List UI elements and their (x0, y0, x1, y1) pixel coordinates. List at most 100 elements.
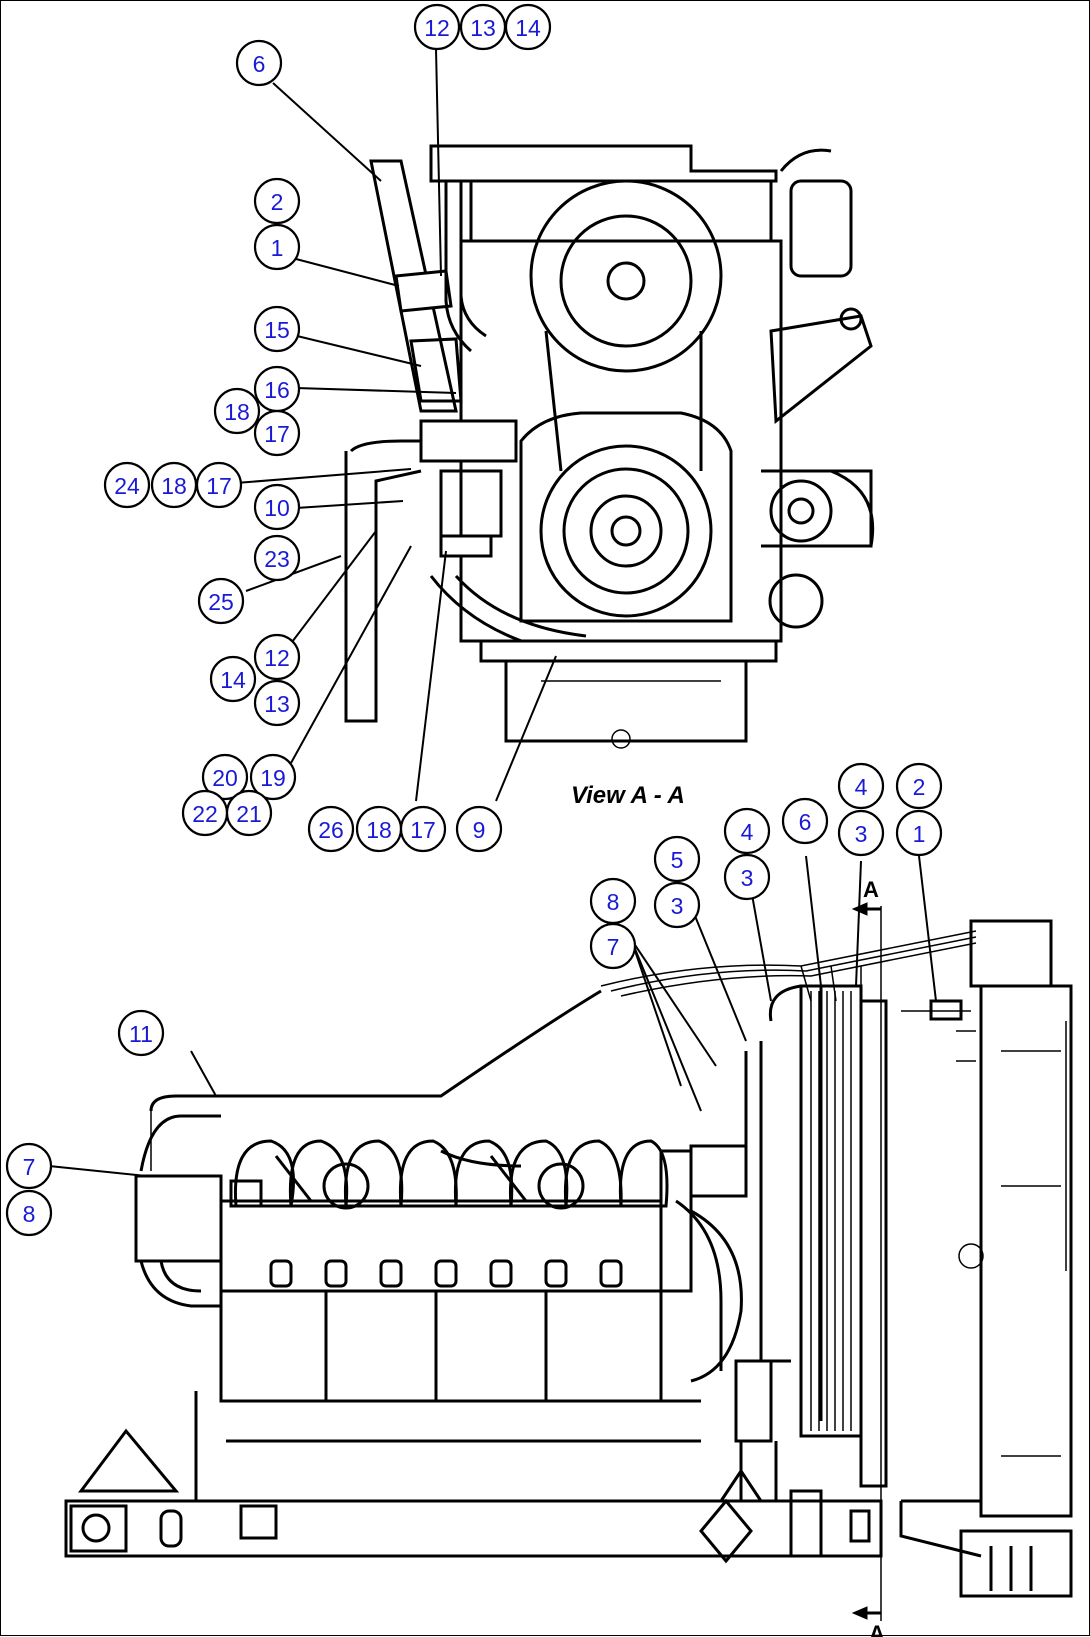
callout-2: 2 (253, 177, 301, 225)
callout-number: 18 (161, 473, 187, 499)
callout-18: 18 (213, 387, 261, 435)
callout-14: 14 (504, 3, 552, 51)
callout-17: 17 (399, 805, 447, 853)
callout-number: 26 (318, 817, 344, 843)
callout-4: 4 (837, 762, 885, 810)
leader-lines (48, 48, 937, 1177)
callout-13: 13 (253, 679, 301, 727)
callout-7: 7 (5, 1142, 53, 1190)
callout-3: 3 (723, 853, 771, 901)
callout-circle (197, 577, 245, 625)
callout-circle (201, 753, 249, 801)
callout-number: 24 (114, 473, 140, 499)
callout-10: 10 (253, 483, 301, 531)
callout-17: 17 (253, 409, 301, 457)
callout-number: 21 (236, 801, 262, 827)
callout-number: 8 (607, 889, 620, 915)
callout-circle (413, 3, 461, 51)
callout-1: 1 (253, 223, 301, 271)
callout-number: 6 (253, 51, 266, 77)
callout-circle (837, 762, 885, 810)
callout-circle (399, 805, 447, 853)
callout-circle (504, 3, 552, 51)
callout-1: 1 (895, 809, 943, 857)
radiator-fins (810, 991, 852, 1431)
callout-18: 18 (355, 805, 403, 853)
callout-4: 4 (723, 807, 771, 855)
callout-12: 12 (413, 3, 461, 51)
callout-number: 17 (410, 817, 436, 843)
callout-number: 22 (192, 801, 218, 827)
callout-circle (249, 753, 297, 801)
callout-number: 4 (855, 774, 868, 800)
section-cut-line: A A (851, 877, 885, 1637)
callout-circle (253, 223, 301, 271)
callout-14: 14 (209, 655, 257, 703)
callout-number: 7 (607, 934, 620, 960)
callout-15: 15 (253, 305, 301, 353)
callout-12: 12 (253, 633, 301, 681)
callout-circle (307, 805, 355, 853)
callout-circle (253, 177, 301, 225)
section-label-top: A (863, 877, 879, 902)
callout-circle (837, 809, 885, 857)
callout-22: 22 (181, 789, 229, 837)
injector-bumps (269, 1259, 623, 1288)
callout-number: 13 (470, 15, 496, 41)
callout-circle (781, 797, 829, 845)
callout-26: 26 (307, 805, 355, 853)
callout-circle (653, 835, 701, 883)
callout-11: 11 (117, 1009, 165, 1057)
callout-18: 18 (150, 461, 198, 509)
callout-circle (253, 633, 301, 681)
callout-number: 23 (264, 546, 290, 572)
callout-number: 3 (671, 893, 684, 919)
callout-circle (455, 805, 503, 853)
section-label-bottom: A (869, 1621, 885, 1637)
callout-number: 18 (224, 399, 250, 425)
callout-8: 8 (589, 877, 637, 925)
callout-circle (653, 881, 701, 929)
callout-circle (103, 461, 151, 509)
callout-7: 7 (589, 922, 637, 970)
callout-number: 11 (129, 1021, 153, 1047)
callout-circle (235, 39, 283, 87)
callout-circle (117, 1009, 165, 1057)
callout-circle (225, 789, 273, 837)
callout-3: 3 (653, 881, 701, 929)
engine-front-view (344, 144, 875, 749)
callout-number: 14 (220, 667, 246, 693)
callout-circle (253, 534, 301, 582)
callout-8: 8 (5, 1189, 53, 1237)
callout-circle (253, 679, 301, 727)
callout-25: 25 (197, 577, 245, 625)
callout-number: 25 (208, 589, 234, 615)
callout-number: 6 (799, 809, 812, 835)
callout-number: 20 (212, 765, 238, 791)
callout-number: 14 (515, 15, 541, 41)
wiring-harness (600, 930, 977, 1021)
callout-19: 19 (249, 753, 297, 801)
callout-23: 23 (253, 534, 301, 582)
callout-number: 17 (206, 473, 232, 499)
callout-5: 5 (653, 835, 701, 883)
callout-3: 3 (837, 809, 885, 857)
callout-21: 21 (225, 789, 273, 837)
callout-number: 3 (741, 865, 754, 891)
callout-number: 2 (271, 189, 284, 215)
callout-9: 9 (455, 805, 503, 853)
callout-number: 4 (741, 819, 754, 845)
callout-number: 10 (264, 495, 290, 521)
callout-number: 15 (264, 317, 290, 343)
callout-circle (723, 807, 771, 855)
engine-side-view (64, 919, 1073, 1598)
cylinder-heads (233, 1139, 669, 1208)
callout-number: 5 (671, 847, 684, 873)
callout-number: 1 (913, 821, 926, 847)
callout-number: 9 (473, 817, 486, 843)
callout-circle (253, 483, 301, 531)
callout-number: 8 (23, 1201, 36, 1227)
